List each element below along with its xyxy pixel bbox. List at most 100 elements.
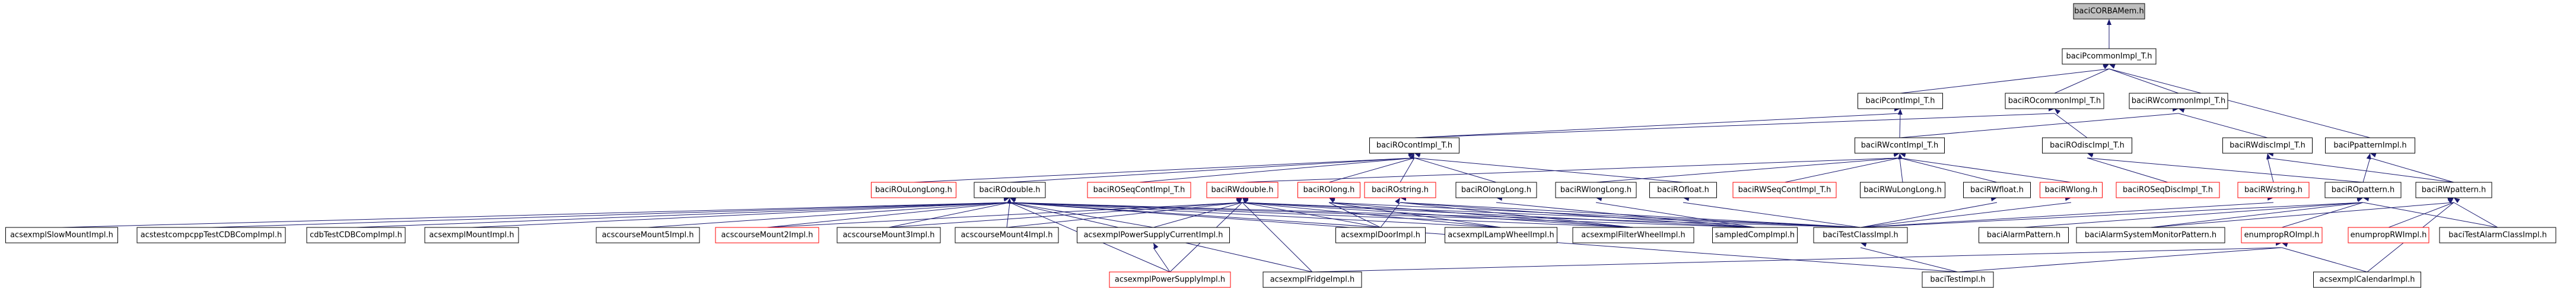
edge-roulonglong-to-rocont: [913, 157, 1415, 183]
graph-node-rwulonglong[interactable]: baciRWuLongLong.h: [1860, 182, 1945, 198]
graph-node-psu[interactable]: acsexmplPowerSupplyImpl.h: [1109, 271, 1231, 288]
edge-psu-to-psucurrent: [1153, 247, 1171, 273]
graph-node-rwlong[interactable]: baciRWlong.h: [2040, 182, 2103, 198]
edge-roseqcont-to-rocont: [1138, 157, 1415, 183]
graph-node-mount3[interactable]: acscourseMount3Impl.h: [837, 227, 941, 243]
graph-node-calendar[interactable]: acsexmplCalendarImpl.h: [2313, 271, 2421, 288]
graph-node-pcont[interactable]: baciPcontImpl_T.h: [1858, 93, 1943, 109]
node-label: acsexmplLampWheelImpl.h: [1448, 231, 1554, 240]
graph-node-mountimpl[interactable]: acsexmplMountImpl.h: [424, 227, 519, 243]
graph-node-rostring[interactable]: baciROstring.h: [1364, 182, 1436, 198]
edge-testclass-to-rodouble: [1009, 202, 1861, 228]
node-box: [2129, 93, 2228, 109]
graph-node-corba[interactable]: baciCORBAMem.h: [2073, 3, 2145, 20]
graph-node-rofloat[interactable]: baciROfloat.h: [1649, 182, 1717, 198]
node-label: baciRWdouble.h: [1211, 186, 1273, 195]
graph-node-lampwheel[interactable]: acsexmplLampWheelImpl.h: [1445, 227, 1557, 243]
arrowhead-icon: [2447, 198, 2454, 204]
graph-node-alarmpattern[interactable]: baciAlarmPattern.h: [1979, 227, 2069, 243]
graph-node-roseqdisc[interactable]: baciROSeqDiscImpl_T.h: [2116, 182, 2220, 198]
graph-node-rwcont[interactable]: baciRWcontImpl_T.h: [1855, 137, 1945, 154]
edge-slowmount-to-rodouble: [61, 202, 1010, 228]
edge-enumrw-to-rwpattern: [2388, 202, 2454, 228]
graph-node-ropattern[interactable]: baciROpattern.h: [2324, 182, 2402, 198]
edge-roseqdisc-to-rodisc: [2087, 157, 2168, 183]
edge-mount2-to-rwdouble: [767, 202, 1243, 228]
graph-node-alarmsys[interactable]: baciAlarmSystemMonitorPattern.h: [2076, 227, 2225, 243]
node-box: [1555, 182, 1637, 198]
edge-calendar-to-enumro: [2281, 247, 2368, 273]
graph-node-door[interactable]: acsexmplDoorImpl.h: [1335, 227, 1426, 243]
edge-rostring-to-rocont: [1400, 157, 1415, 183]
node-label: baciROSeqContImpl_T.h: [1093, 186, 1185, 195]
edge-filterwheel-to-rodouble: [1009, 202, 1634, 228]
node-label: baciROstring.h: [1372, 186, 1429, 195]
graph-node-mount2[interactable]: acscourseMount2Impl.h: [715, 227, 819, 243]
node-box: [1649, 182, 1717, 198]
graph-node-rwlonglong[interactable]: baciRWlongLong.h: [1555, 182, 1637, 198]
graph-node-roulonglong[interactable]: baciROuLongLong.h: [871, 182, 956, 198]
graph-node-rwfloat[interactable]: baciRWfloat.h: [1963, 182, 2031, 198]
node-box: [1572, 227, 1694, 243]
edge-testclass-to-rwfloat: [1860, 202, 1998, 228]
node-box: [1860, 182, 1945, 198]
graph-node-roseqcont[interactable]: baciROSeqContImpl_T.h: [1087, 182, 1191, 198]
node-label: baciRWdiscImpl_T.h: [2230, 141, 2305, 150]
edge-testalarm-to-ropattern: [2362, 202, 2498, 228]
edge-sampled-to-rostring: [1400, 202, 1756, 228]
node-label: baciPcommonImpl_T.h: [2066, 52, 2152, 61]
graph-node-rocont[interactable]: baciROcontImpl_T.h: [1369, 137, 1459, 154]
graph-node-testalarm[interactable]: baciTestAlarmClassImpl.h: [2439, 227, 2556, 243]
nodes-layer: baciCORBAMem.h baciPcommonImpl_T.h baciPco…: [5, 3, 2556, 288]
node-label: baciROpattern.h: [2332, 186, 2394, 195]
edge-testclass-to-rwlong: [1860, 202, 2072, 228]
edge-rofloat-to-rocont: [1414, 157, 1684, 183]
node-label: acscourseMount3Impl.h: [842, 231, 934, 240]
graph-node-rwpattern[interactable]: baciRWpattern.h: [2415, 182, 2492, 198]
node-label: baciROSeqDiscImpl_T.h: [2123, 186, 2213, 195]
graph-node-mount4[interactable]: acscourseMount4Impl.h: [955, 227, 1059, 243]
edge-sampled-to-rwdouble: [1242, 202, 1756, 228]
edge-testclass-to-rofloat: [1683, 202, 1861, 228]
graph-node-psucurrent[interactable]: acsexmplPowerSupplyCurrentImpl.h: [1077, 227, 1230, 243]
graph-node-cdbtest[interactable]: cdbTestCDBCompImpl.h: [306, 227, 406, 243]
graph-node-filterwheel[interactable]: acsexmplFilterWheelImpl.h: [1572, 227, 1694, 243]
edge-rolong-to-rocont: [1328, 157, 1415, 183]
graph-node-rocommon[interactable]: baciROcommonImpl_T.h: [2005, 93, 2104, 109]
node-box: [1077, 227, 1230, 243]
graph-node-pcommon[interactable]: baciPcommonImpl_T.h: [2062, 48, 2157, 65]
edge-ppattern-to-pcommon: [2108, 68, 2371, 138]
graph-node-rwdouble[interactable]: baciRWdouble.h: [1206, 182, 1279, 198]
edge-filterwheel-to-rostring: [1400, 202, 1634, 228]
edge-ropattern-to-rodisc: [2087, 157, 2364, 183]
node-box: [1813, 227, 1908, 243]
graph-node-cdbcomp[interactable]: acstestcompcppTestCDBCompImpl.h: [136, 227, 286, 243]
graph-node-fridge[interactable]: acsexmplFridgeImpl.h: [1262, 271, 1362, 288]
graph-node-mount5[interactable]: acscourseMount5Impl.h: [596, 227, 700, 243]
node-label: baciTestClassImpl.h: [1823, 231, 1898, 240]
graph-node-rwcommon[interactable]: baciRWcommonImpl_T.h: [2129, 93, 2228, 109]
arrowhead-icon: [1410, 153, 1414, 160]
edge-rwcommon-to-pcommon: [2108, 68, 2179, 94]
graph-node-rolong[interactable]: baciROlong.h: [1297, 182, 1360, 198]
graph-node-rodouble[interactable]: baciROdouble.h: [974, 182, 1046, 198]
node-label: baciRWSeqContImpl_T.h: [1738, 186, 1831, 195]
graph-node-ppattern[interactable]: baciPpatternImpl.h: [2325, 137, 2415, 154]
graph-node-slowmount[interactable]: acsexmplSlowMountImpl.h: [5, 227, 118, 243]
graph-node-enumrw[interactable]: enumpropRWImpl.h: [2348, 227, 2429, 243]
node-box: [1206, 182, 1279, 198]
node-label: baciCORBAMem.h: [2074, 7, 2144, 16]
graph-node-rodisc[interactable]: baciROdiscImpl_T.h: [2042, 137, 2132, 154]
graph-node-rwdisc[interactable]: baciRWdiscImpl_T.h: [2222, 137, 2313, 154]
graph-node-sampled[interactable]: sampledCompImpl.h: [1712, 227, 1798, 243]
graph-node-testimpl[interactable]: baciTestImpl.h: [1922, 271, 1994, 288]
graph-node-rolonglong[interactable]: baciROlongLong.h: [1455, 182, 1537, 198]
node-box: [1369, 137, 1459, 154]
graph-node-enumro[interactable]: enumpropROImpl.h: [2241, 227, 2323, 243]
edge-testimpl-to-testclass: [1860, 247, 1958, 273]
graph-node-testclass[interactable]: baciTestClassImpl.h: [1813, 227, 1908, 243]
graph-node-rwseqcont[interactable]: baciRWSeqContImpl_T.h: [1732, 182, 1837, 198]
arrowhead-icon: [2179, 108, 2185, 113]
graph-node-rwstring[interactable]: baciRWstring.h: [2237, 182, 2310, 198]
node-label: baciPcontImpl_T.h: [1866, 97, 1935, 106]
